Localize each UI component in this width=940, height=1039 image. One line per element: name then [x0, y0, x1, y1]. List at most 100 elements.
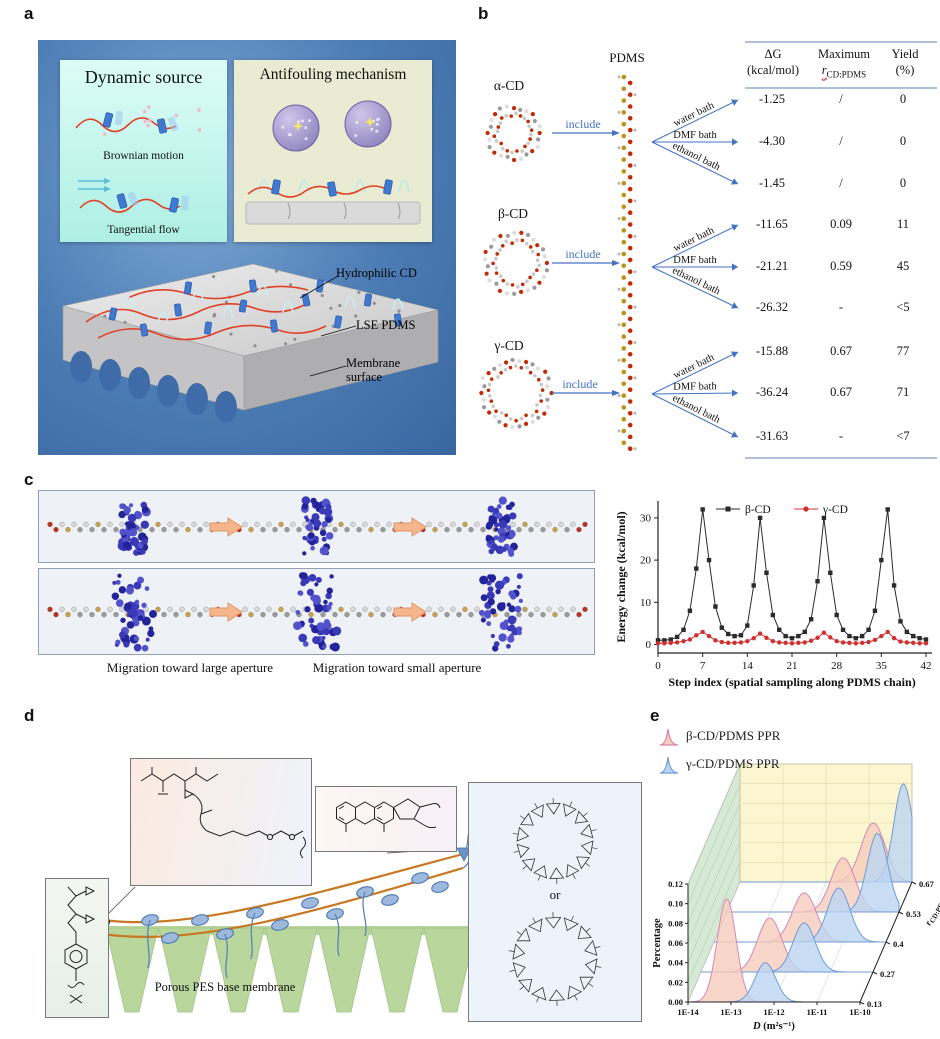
svg-text:γ-CD: γ-CD: [822, 504, 848, 516]
caption-migration-large: Migration toward large aperture: [106, 660, 274, 675]
panel-a: Dynamic source Brownian motion Tangentia…: [38, 40, 456, 455]
legend-gamma-ppr: γ-CD/PDMS PPR: [658, 754, 780, 774]
table-cell-dg: -11.65: [756, 217, 788, 231]
table-row: -26.32-<5: [739, 300, 929, 316]
svg-text:14: 14: [742, 660, 754, 672]
table-cell-r: 0.59: [830, 259, 852, 273]
table-cell-y: 0: [899, 176, 907, 190]
svg-text:water bath: water bath: [672, 100, 717, 130]
panel-label-e: e: [650, 706, 660, 725]
svg-text:0.02: 0.02: [668, 977, 683, 987]
legend-gamma-ppr-label: γ-CD/PDMS PPR: [686, 756, 780, 771]
svg-text:0.27: 0.27: [880, 969, 896, 979]
svg-text:Percentage: Percentage: [652, 918, 663, 968]
migration-large-art: [47, 496, 588, 557]
include-label-beta: include: [565, 247, 601, 261]
caption-migration-small: Migration toward small aperture: [312, 660, 482, 675]
linker-structure-art: [140, 767, 306, 859]
gamma-cd-label: γ-CD: [494, 338, 524, 353]
tangential-flow-illustration: [78, 178, 189, 213]
svg-text:21: 21: [787, 660, 798, 672]
table-cell-r: -: [838, 300, 844, 314]
svg-text:28: 28: [831, 660, 843, 672]
svg-text:1E-14: 1E-14: [677, 1007, 699, 1017]
table-row: -1.25 / 0: [739, 92, 929, 108]
table-row: -21.21 0.59 45: [739, 259, 929, 275]
svg-text:0.13: 0.13: [867, 999, 882, 1009]
cd-rings-art: [508, 798, 602, 1006]
svg-text:DMF bath: DMF bath: [673, 255, 717, 266]
table-header-dg: ΔG(kcal/mol): [746, 47, 800, 78]
migration-large-aperture-box: [38, 490, 595, 563]
linker-structure-inset: [130, 758, 312, 886]
antifouling-title: Antifouling mechanism: [259, 66, 407, 83]
svg-text:0: 0: [655, 660, 661, 672]
migration-small-art: [47, 572, 588, 652]
panel-label-c: c: [24, 470, 34, 489]
membrane-surface-decoration: [70, 269, 404, 423]
dye-structure-art: [336, 798, 441, 832]
include-label-alpha: include: [565, 117, 601, 131]
svg-text:0.67: 0.67: [919, 879, 935, 889]
svg-text:42: 42: [921, 660, 932, 672]
svg-text:water bath: water bath: [672, 352, 717, 382]
table-cell-dg: -21.21: [755, 259, 789, 273]
callout-lse-pdms: LSE PDMS: [356, 318, 416, 332]
antifouling-box: Antifouling mechanism: [234, 60, 432, 242]
table-cell-y: 11: [896, 217, 910, 231]
table-cell-y: 45: [896, 259, 910, 273]
beta-ppr-peak-icon: [659, 728, 679, 746]
table-cell-dg: -36.24: [755, 385, 789, 399]
svg-text:20: 20: [640, 555, 652, 567]
table-cell-dg: -15.88: [755, 344, 789, 358]
dynamic-source-box: Dynamic source Brownian motion Tangentia…: [60, 60, 227, 242]
svg-text:DMF bath: DMF bath: [673, 130, 717, 141]
table-cell-dg: -31.63: [755, 429, 789, 443]
table-cell-y: 77: [896, 344, 910, 358]
legend-beta-ppr-label: β-CD/PDMS PPR: [686, 728, 781, 743]
cd-structure-inset: or: [468, 782, 642, 1022]
table-cell-r: /: [839, 92, 843, 106]
table-cell-r: 0.09: [830, 217, 852, 231]
pdms-label: PDMS: [609, 50, 645, 65]
table-cell-y: <7: [896, 429, 910, 443]
brownian-motion-label: Brownian motion: [103, 150, 184, 162]
table-cell-dg: -1.25: [758, 92, 786, 106]
svg-text:DMF bath: DMF bath: [673, 381, 717, 393]
pes-membrane-label: Porous PES base membrane: [154, 980, 296, 994]
table-cell-dg: -4.30: [758, 134, 786, 148]
svg-text:Step index (spatial sampling a: Step index (spatial sampling along PDMS …: [668, 675, 915, 689]
svg-text:0.4: 0.4: [893, 939, 904, 949]
svg-text:30: 30: [640, 512, 652, 524]
table-cell-r: 0.67: [830, 385, 852, 399]
svg-text:10: 10: [640, 597, 652, 609]
table-cell-y: 0: [899, 92, 907, 106]
table-cell-y: <5: [896, 300, 910, 314]
panel-label-b: b: [478, 4, 489, 23]
panel-label-d: d: [24, 706, 35, 725]
membrane-illustration: [62, 263, 439, 423]
svg-text:0.08: 0.08: [668, 918, 683, 928]
svg-text:0.12: 0.12: [668, 879, 683, 889]
table-cell-y: 0: [899, 134, 907, 148]
svg-text:0: 0: [646, 639, 652, 651]
svg-text:7: 7: [700, 660, 706, 672]
svg-text:35: 35: [876, 660, 888, 672]
svg-text:1E-12: 1E-12: [763, 1007, 784, 1017]
svg-text:rCD:PDMS: rCD:PDMS: [924, 891, 940, 928]
polymer-structure-art: [64, 886, 96, 1004]
table-row: -31.63-<7: [739, 429, 929, 445]
dynamic-source-title: Dynamic source: [84, 67, 203, 87]
svg-text:D (m²s⁻¹): D (m²s⁻¹): [752, 1021, 795, 1032]
svg-text:ethanol bath: ethanol bath: [670, 140, 722, 173]
include-label-gamma: include: [562, 377, 598, 391]
svg-text:0.00: 0.00: [668, 997, 683, 1007]
table-header-yield: Yield(%): [891, 47, 919, 78]
svg-text:0.06: 0.06: [668, 938, 683, 948]
